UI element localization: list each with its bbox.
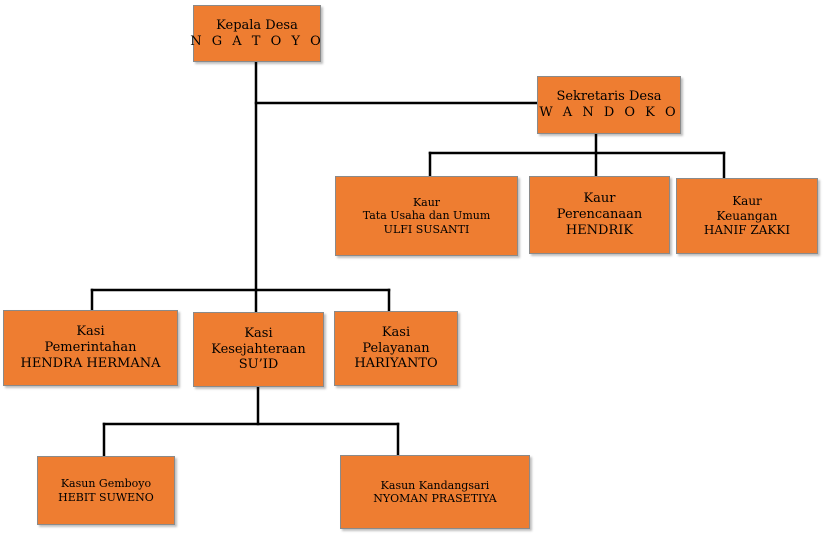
kaur-tata-usaha-name: ULFI SUSANTI — [383, 222, 470, 236]
kasun-gemboyo-box: Kasun Gemboyo HEBIT SUWENO — [37, 456, 175, 525]
kasi-pelayanan-box: Kasi Pelayanan HARIYANTO — [334, 311, 458, 386]
kasi-kesejahteraan-line1: Kasi — [244, 325, 273, 341]
kaur-keuangan-line1: Kaur — [732, 194, 762, 209]
kasun-kandangsari-box: Kasun Kandangsari NYOMAN PRASETIYA — [340, 455, 530, 529]
kasi-pemerintahan-line2: Pemerintahan — [44, 340, 137, 356]
kasun-gemboyo-name: HEBIT SUWENO — [58, 490, 154, 504]
kaur-perencanaan-line2: Perencanaan — [556, 207, 643, 223]
kasi-pelayanan-line1: Kasi — [381, 324, 411, 340]
kaur-tata-usaha-line2: Tata Usaha dan Umum — [362, 209, 491, 223]
kaur-perencanaan-name: HENDRIK — [565, 222, 634, 238]
kaur-tata-usaha-line1: Kaur — [412, 195, 441, 209]
kasun-kandangsari-title: Kasun Kandangsari — [380, 478, 490, 492]
kaur-perencanaan-line1: Kaur — [583, 191, 616, 207]
kasi-pemerintahan-line1: Kasi — [76, 324, 105, 340]
kepala-desa-box: Kepala Desa N G A T O Y O — [190, 5, 324, 62]
kasi-kesejahteraan-name: SU’ID — [238, 357, 279, 373]
sekretaris-desa-title: Sekretaris Desa — [556, 89, 662, 105]
kasi-pemerintahan-name: HENDRA HERMANA — [20, 355, 161, 371]
kasi-kesejahteraan-box: Kasi Kesejahteraan SU’ID — [193, 312, 324, 387]
kepala-desa-title: Kepala Desa — [216, 17, 298, 33]
kepala-desa-name: N G A T O Y O — [190, 33, 324, 49]
kaur-keuangan-box: Kaur Keuangan HANIF ZAKKI — [676, 178, 818, 254]
kasi-pemerintahan-box: Kasi Pemerintahan HENDRA HERMANA — [3, 310, 178, 386]
kaur-tata-usaha-box: Kaur Tata Usaha dan Umum ULFI SUSANTI — [335, 176, 518, 256]
kaur-keuangan-name: HANIF ZAKKI — [703, 223, 791, 238]
kasi-kesejahteraan-line2: Kesejahteraan — [211, 341, 306, 357]
kasi-pelayanan-line2: Pelayanan — [362, 340, 430, 356]
kasi-pelayanan-name: HARIYANTO — [354, 356, 438, 372]
sekretaris-desa-box: Sekretaris Desa W A N D O K O — [537, 76, 681, 134]
kasun-kandangsari-name: NYOMAN PRASETIYA — [373, 492, 497, 505]
kaur-perencanaan-box: Kaur Perencanaan HENDRIK — [529, 176, 670, 254]
kasun-gemboyo-title: Kasun Gemboyo — [60, 477, 152, 491]
kaur-keuangan-line2: Keuangan — [716, 208, 778, 223]
sekretaris-desa-name: W A N D O K O — [539, 105, 679, 120]
